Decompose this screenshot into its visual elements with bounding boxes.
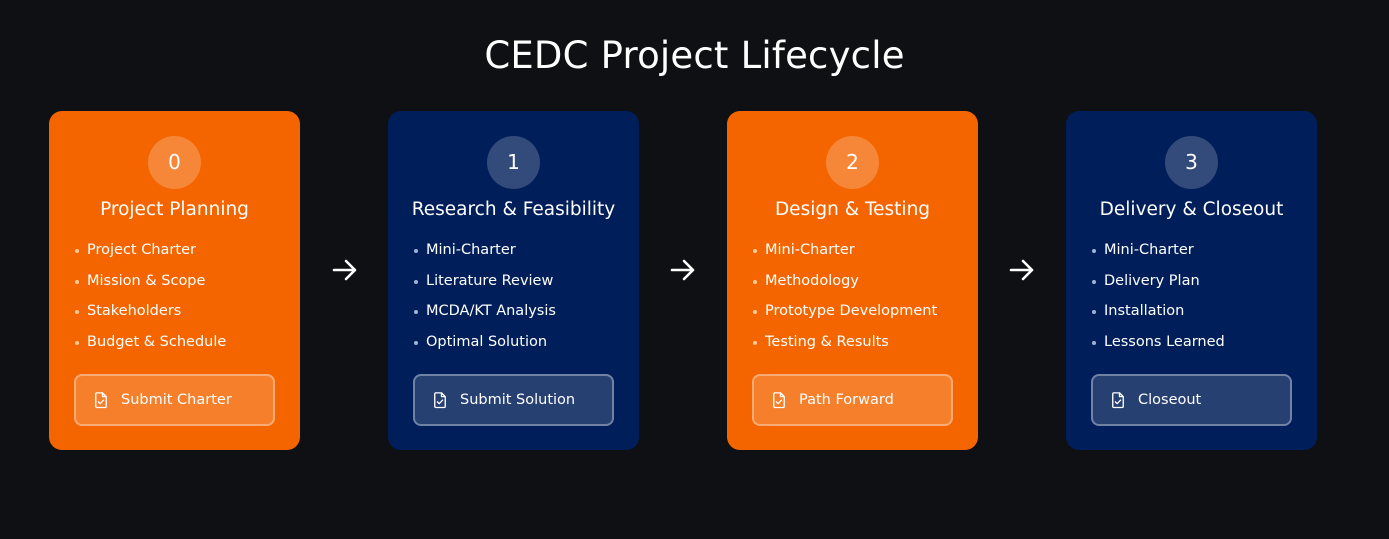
list-item: Budget & Schedule — [74, 331, 226, 362]
list-item: Mini-Charter — [413, 239, 556, 270]
bullet-icon — [753, 279, 757, 284]
button-label: Submit Solution — [460, 392, 576, 408]
stage-deliverables-list: Mini-Charter Literature Review MCDA/KT A… — [413, 239, 556, 362]
bullet-icon — [1092, 341, 1096, 346]
stage-title: Design & Testing — [774, 199, 931, 220]
bullet-icon — [414, 341, 418, 346]
stage-number-badge: 2 — [826, 136, 879, 189]
list-item: Project Charter — [74, 239, 226, 270]
bullet-icon — [75, 341, 79, 346]
list-item: Stakeholders — [74, 300, 226, 331]
stage-card-delivery-closeout: 3 Delivery & Closeout Mini-Charter Deliv… — [1066, 111, 1317, 450]
list-item: Prototype Development — [752, 300, 937, 331]
document-check-icon — [1112, 392, 1124, 409]
bullet-icon — [75, 310, 79, 315]
submit-charter-button[interactable]: Submit Charter — [74, 374, 275, 426]
stage-card-design-testing: 2 Design & Testing Mini-Charter Methodol… — [727, 111, 978, 450]
arrow-right-icon — [1009, 259, 1034, 281]
button-label: Path Forward — [799, 392, 894, 408]
stage-deliverables-list: Project Charter Mission & Scope Stakehol… — [74, 239, 226, 362]
stage-number-badge: 1 — [487, 136, 540, 189]
stage-card-project-planning: 0 Project Planning Project Charter Missi… — [49, 111, 300, 450]
document-check-icon — [773, 392, 785, 409]
arrow-right-icon — [332, 259, 357, 281]
list-item: Mini-Charter — [752, 239, 937, 270]
bullet-icon — [753, 341, 757, 346]
button-label: Submit Charter — [121, 392, 232, 408]
button-label: Closeout — [1138, 392, 1202, 408]
list-item: Mini-Charter — [1091, 239, 1225, 270]
bullet-icon — [1092, 279, 1096, 284]
stage-title: Delivery & Closeout — [1099, 199, 1284, 220]
list-item: Literature Review — [413, 270, 556, 301]
bullet-icon — [414, 279, 418, 284]
arrow-right-icon — [670, 259, 695, 281]
bullet-icon — [414, 310, 418, 315]
bullet-icon — [1092, 310, 1096, 315]
list-item: Optimal Solution — [413, 331, 556, 362]
closeout-button[interactable]: Closeout — [1091, 374, 1292, 426]
list-item: MCDA/KT Analysis — [413, 300, 556, 331]
stage-card-research-feasibility: 1 Research & Feasibility Mini-Charter Li… — [388, 111, 639, 450]
stage-title: Research & Feasibility — [411, 199, 616, 220]
bullet-icon — [75, 279, 79, 284]
list-item: Methodology — [752, 270, 937, 301]
list-item: Testing & Results — [752, 331, 937, 362]
page-title: CEDC Project Lifecycle — [484, 34, 905, 77]
bullet-icon — [753, 249, 757, 253]
stage-number-badge: 0 — [148, 136, 201, 189]
list-item: Mission & Scope — [74, 270, 226, 301]
stage-title: Project Planning — [100, 199, 249, 220]
submit-solution-button[interactable]: Submit Solution — [413, 374, 614, 426]
stage-deliverables-list: Mini-Charter Delivery Plan Installation … — [1091, 239, 1225, 362]
stage-number-badge: 3 — [1165, 136, 1218, 189]
document-check-icon — [434, 392, 446, 409]
bullet-icon — [753, 310, 757, 315]
list-item: Lessons Learned — [1091, 331, 1225, 362]
document-check-icon — [95, 392, 107, 409]
path-forward-button[interactable]: Path Forward — [752, 374, 953, 426]
bullet-icon — [414, 249, 418, 253]
list-item: Installation — [1091, 300, 1225, 331]
list-item: Delivery Plan — [1091, 270, 1225, 301]
bullet-icon — [1092, 249, 1096, 253]
bullet-icon — [75, 249, 79, 253]
stage-deliverables-list: Mini-Charter Methodology Prototype Devel… — [752, 239, 937, 362]
